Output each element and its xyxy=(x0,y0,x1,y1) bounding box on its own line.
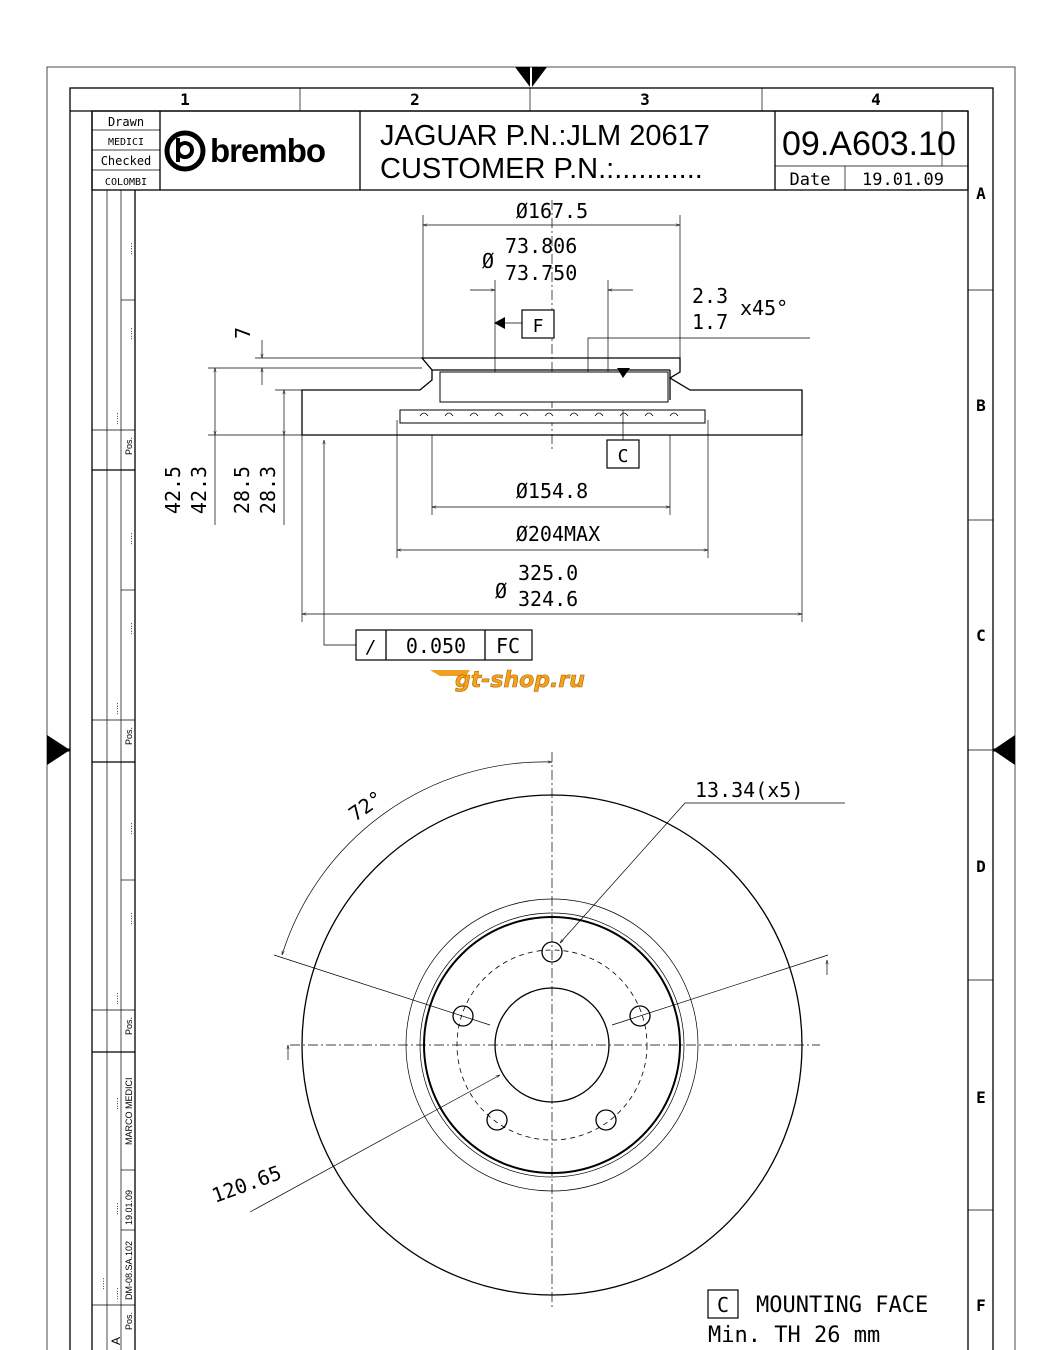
revision-dots: ..... xyxy=(110,1097,120,1110)
revision-dots: ..... xyxy=(110,412,120,425)
datum-c: C xyxy=(618,446,629,467)
revision-dots: ..... xyxy=(124,532,134,545)
logo-text: brembo xyxy=(210,132,325,169)
checked-label: Checked xyxy=(101,154,152,168)
runout-tolerance-frame: / 0.050 FC xyxy=(355,629,533,661)
row-labels: A B C D E F xyxy=(976,184,986,1315)
runout-datums: FC xyxy=(496,634,520,658)
title-block: Drawn MEDICI Checked COLOMBI brembo JAGU… xyxy=(91,110,969,191)
row-label: A xyxy=(976,184,986,203)
dim-inner-diameter: Ø154.8 xyxy=(516,479,588,503)
runout-value: 0.050 xyxy=(406,634,466,658)
dim-outer-min: 324.6 xyxy=(518,587,578,611)
revision-dots: ..... xyxy=(124,242,134,255)
chamfer-angle: x45° xyxy=(740,296,788,320)
angle-label: 72° xyxy=(344,786,387,826)
center-mark-top-icon xyxy=(515,67,547,87)
dim-204-max: Ø204MAX xyxy=(516,522,600,546)
dim-height-max: 42.5 xyxy=(161,466,185,514)
date-label: Date xyxy=(790,170,831,190)
drawn-label: Drawn xyxy=(108,115,144,129)
dim-height-min: 42.3 xyxy=(187,466,211,514)
pos-label: Pos. xyxy=(124,727,134,745)
watermark: gt-shop.ru xyxy=(430,668,585,693)
revision-dots: ..... xyxy=(96,1277,106,1290)
min-thickness-note: Min. TH 26 mm xyxy=(708,1323,880,1348)
holes-label: 13.34(x5) xyxy=(695,778,803,802)
section-view: Ø167.5 Ø 73.806 73.750 2.3 1.7 x45° F C … xyxy=(161,199,810,661)
datum-c-box xyxy=(606,439,640,469)
dim-offset: 7 xyxy=(231,327,255,339)
front-view: 72° 13.34(x5) 120.65 xyxy=(209,752,845,1310)
diameter-symbol: Ø xyxy=(495,579,507,603)
checked-by: COLOMBI xyxy=(105,177,147,188)
datum-f-box xyxy=(521,309,555,339)
revision-dots: ..... xyxy=(110,1287,120,1300)
diameter-symbol: Ø xyxy=(482,249,494,273)
column-label: 2 xyxy=(410,90,420,109)
row-label: F xyxy=(976,1296,986,1315)
revision-dots: ..... xyxy=(124,822,134,835)
dim-bore-max: 73.806 xyxy=(505,234,577,258)
dim-thickness-max: 28.5 xyxy=(230,466,254,514)
brembo-logo: brembo xyxy=(164,130,326,172)
row-label: C xyxy=(976,626,986,645)
column-labels: 1 2 3 4 xyxy=(180,90,881,109)
revision-dots: ..... xyxy=(124,622,134,635)
column-label: 3 xyxy=(640,90,650,109)
pos-label: Pos. xyxy=(124,1017,134,1035)
chamfer-a: 2.3 xyxy=(692,284,728,308)
dim-bore-min: 73.750 xyxy=(505,261,577,285)
row-label: E xyxy=(976,1088,986,1107)
revision-dots: ..... xyxy=(110,702,120,715)
dim-outer-max: 325.0 xyxy=(518,561,578,585)
pcd-label: 120.65 xyxy=(209,1160,285,1207)
dim-thickness-min: 28.3 xyxy=(256,466,280,514)
revision-date: 19.01.09 xyxy=(124,1190,134,1225)
revision-dots: ..... xyxy=(110,992,120,1005)
part-number: 09.A603.10 xyxy=(782,125,956,163)
runout-icon: / xyxy=(366,637,377,658)
note-datum: C xyxy=(717,1293,729,1317)
pos-label: Pos. xyxy=(124,437,134,455)
column-label: 1 xyxy=(180,90,190,109)
revision-dots: ..... xyxy=(124,912,134,925)
notes: C MOUNTING FACE Min. TH 26 mm xyxy=(707,1289,928,1348)
row-label: B xyxy=(976,396,986,415)
row-label: D xyxy=(976,857,986,876)
pos-label: Pos. xyxy=(124,1312,134,1330)
mounting-face-note: MOUNTING FACE xyxy=(756,1293,928,1318)
revision-doc: DM-08.SA.102 xyxy=(124,1241,134,1300)
date-value: 19.01.09 xyxy=(862,170,944,190)
chamfer-b: 1.7 xyxy=(692,310,728,334)
revision-dots: ..... xyxy=(110,1202,120,1215)
revision-author: MARCO MEDICI xyxy=(124,1078,134,1146)
oem-part-number: JAGUAR P.N.:JLM 20617 xyxy=(380,120,710,152)
svg-text:gt-shop.ru: gt-shop.ru xyxy=(455,668,585,693)
customer-part-number: CUSTOMER P.N.:........... xyxy=(380,153,703,185)
revision-column: Pos. Pos. Pos. Pos. A DM-08.SA.102 19.01… xyxy=(92,190,136,1350)
revision-letter: A xyxy=(109,1337,123,1345)
datum-f: F xyxy=(533,316,544,337)
column-label: 4 xyxy=(871,90,881,109)
dim-hat-diameter: Ø167.5 xyxy=(516,199,588,223)
drawn-by: MEDICI xyxy=(108,137,144,148)
drawing-frame xyxy=(46,66,1016,1350)
revision-dots: ..... xyxy=(124,327,134,340)
